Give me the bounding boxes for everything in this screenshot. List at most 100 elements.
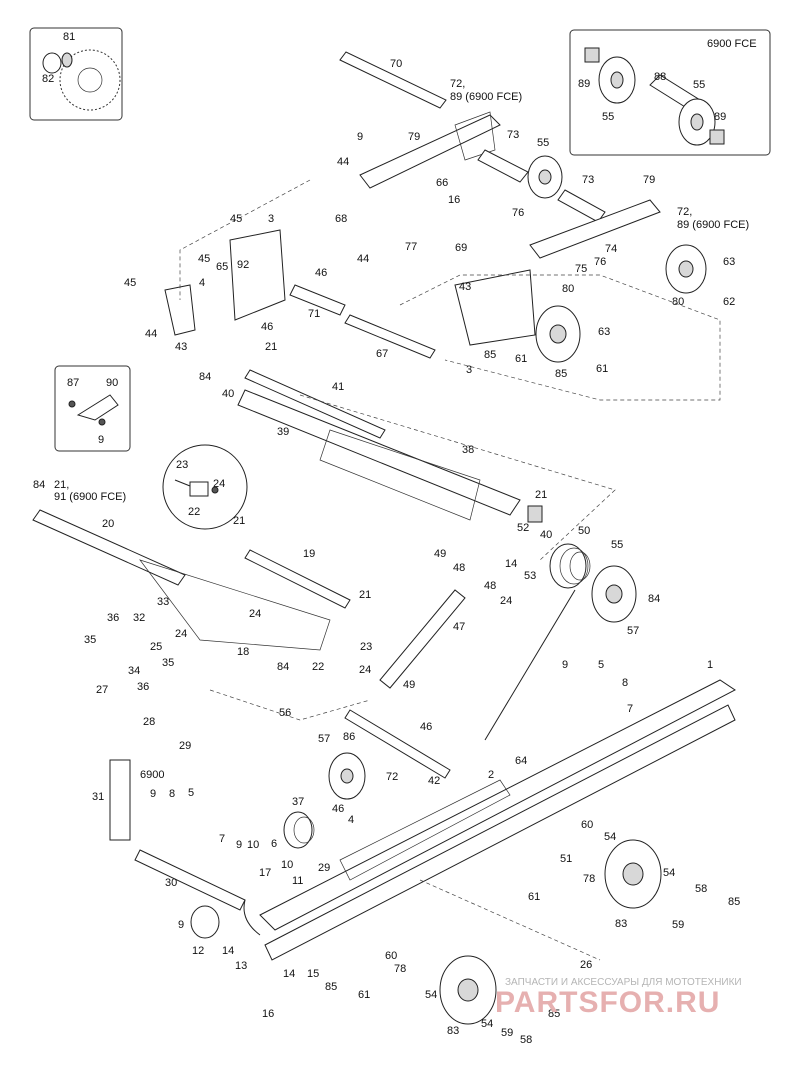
label-6: 6 [271, 838, 277, 850]
label-9: 9 [357, 131, 363, 143]
label-14: 14 [222, 945, 234, 957]
bracket-43a-icon [164, 284, 196, 336]
hub-icon [457, 978, 479, 1002]
label-29: 29 [179, 740, 191, 752]
label-44: 44 [337, 156, 349, 168]
label-73: 73 [582, 174, 594, 186]
label-84: 84 [33, 479, 45, 491]
label-84: 84 [648, 593, 660, 605]
hub-icon [340, 768, 354, 784]
label-54: 54 [481, 1018, 493, 1030]
label-46: 46 [332, 803, 344, 815]
label-65: 65 [216, 261, 228, 273]
label-75: 75 [575, 263, 587, 275]
label-63: 63 [723, 256, 735, 268]
shaft-19-icon [244, 549, 351, 609]
shock-47-icon [379, 589, 466, 689]
label-43: 43 [459, 281, 471, 293]
label-24: 24 [500, 595, 512, 607]
label-47: 47 [453, 621, 465, 633]
label-49: 49 [434, 548, 446, 560]
hub-icon [605, 584, 623, 604]
arm-79b-icon [529, 199, 661, 259]
label-89-6900fce: 89 (6900 FCE) [677, 219, 749, 231]
label-35: 35 [162, 657, 174, 669]
label-56: 56 [279, 707, 291, 719]
strap-31-icon [109, 759, 131, 841]
label-17: 17 [259, 867, 271, 879]
spring-50-icon [549, 543, 591, 589]
label-45: 45 [124, 277, 136, 289]
label-23: 23 [176, 459, 188, 471]
inset-title-6900fce: 6900 FCE [707, 38, 757, 50]
label-83: 83 [447, 1025, 459, 1037]
label-3: 3 [268, 213, 274, 225]
label-7: 7 [627, 703, 633, 715]
spacer-71-icon [289, 284, 346, 316]
label-84: 84 [277, 661, 289, 673]
watermark-brand: PARTSFOR.RU [495, 986, 720, 1019]
label-14: 14 [505, 558, 517, 570]
label-9: 9 [178, 919, 184, 931]
label-62: 62 [723, 296, 735, 308]
label-55: 55 [693, 79, 705, 91]
label-52: 52 [517, 522, 529, 534]
shaft-70-icon [339, 51, 447, 109]
label-24: 24 [175, 628, 187, 640]
label-72: 72, [677, 206, 692, 218]
label-26: 26 [580, 959, 592, 971]
label-44: 44 [145, 328, 157, 340]
label-1: 1 [707, 659, 713, 671]
bracket-icon [68, 394, 119, 426]
label-80: 80 [672, 296, 684, 308]
part-number-labels: 81 82 6900 FCE 89 88 55 55 89 87 90 9 23… [33, 31, 757, 1046]
coil-icon [293, 816, 315, 844]
label-18: 18 [237, 646, 249, 658]
label-40: 40 [540, 529, 552, 541]
label-22: 22 [312, 661, 324, 673]
label-61: 61 [528, 891, 540, 903]
label-63: 63 [598, 326, 610, 338]
label-3: 3 [466, 364, 472, 376]
spring-37-icon [283, 811, 313, 849]
label-10: 10 [281, 859, 293, 871]
label-84: 84 [199, 371, 211, 383]
hub-icon [622, 862, 644, 886]
label-23: 23 [360, 641, 372, 653]
tube-39-icon [237, 389, 521, 516]
label-24: 24 [213, 478, 225, 490]
hub-icon [549, 324, 567, 344]
label-46: 46 [261, 321, 273, 333]
label-11: 11 [292, 875, 303, 887]
label-27: 27 [96, 684, 108, 696]
label-5: 5 [188, 787, 194, 799]
axle-42-icon [344, 709, 451, 779]
label-85: 85 [555, 368, 567, 380]
label-54: 54 [663, 867, 675, 879]
label-54: 54 [425, 989, 437, 1001]
label-60: 60 [385, 950, 397, 962]
label-57: 57 [627, 625, 639, 637]
label-43: 43 [175, 341, 187, 353]
arm-18-icon [139, 559, 331, 651]
label-89-6900fce: 89 (6900 FCE) [450, 91, 522, 103]
label-73: 73 [507, 129, 519, 141]
label-24: 24 [359, 664, 371, 676]
label-21: 21 [359, 589, 371, 601]
label-19: 19 [303, 548, 315, 560]
label-30: 30 [165, 877, 177, 889]
label-86: 86 [343, 731, 355, 743]
inset-circle-clip [162, 444, 248, 530]
label-50: 50 [578, 525, 590, 537]
label-85: 85 [484, 349, 496, 361]
label-34: 34 [128, 665, 140, 677]
bushing-21-icon [527, 505, 543, 523]
hub-icon [538, 169, 552, 185]
label-6900: 6900 [140, 769, 164, 781]
label-79: 79 [408, 131, 420, 143]
label-80: 80 [562, 283, 574, 295]
label-81: 81 [63, 31, 75, 43]
label-53: 53 [524, 570, 536, 582]
label-5: 5 [598, 659, 604, 671]
